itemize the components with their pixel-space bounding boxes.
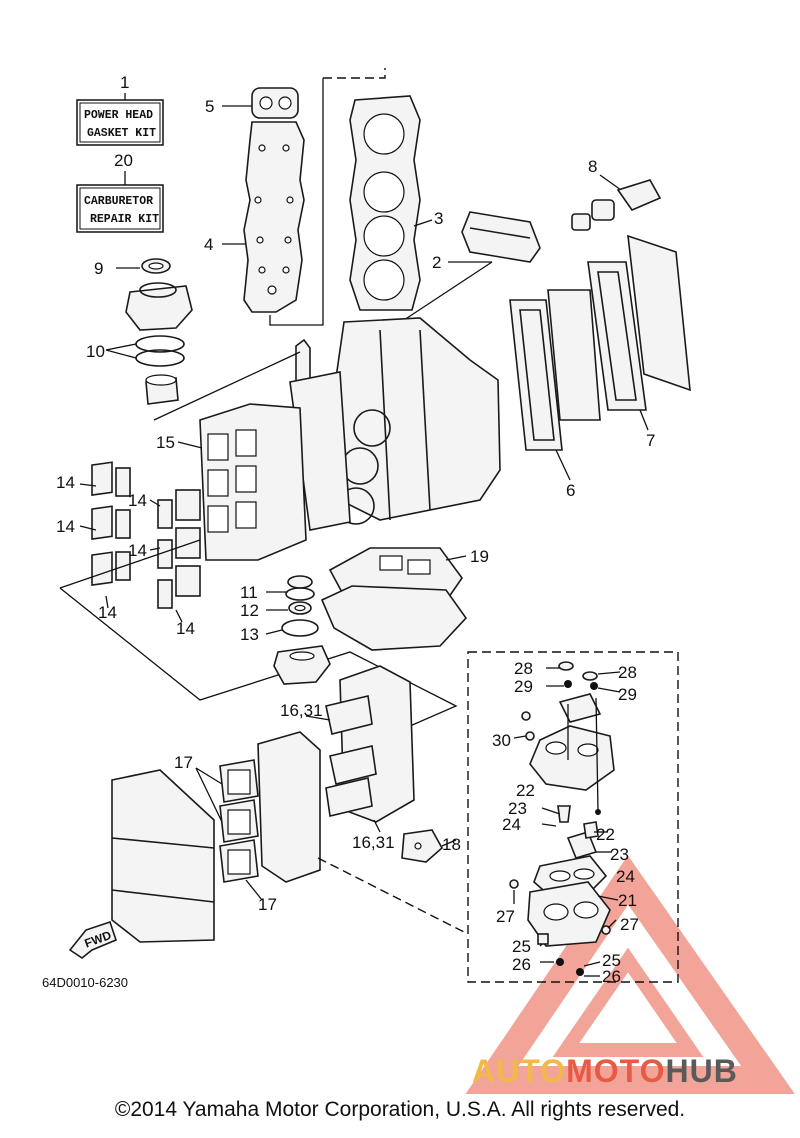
part-3-head-gasket (349, 95, 433, 311)
callout-7: 7 (646, 431, 655, 450)
part-6-gasket (509, 289, 601, 481)
part-19-gasket (320, 547, 468, 651)
carburetor-detail-parts (509, 661, 621, 977)
part-18-gasket (401, 829, 457, 863)
callout-17a: 17 (174, 753, 193, 772)
kit-ref-20: 20 (114, 151, 133, 170)
callout-24a: 24 (502, 815, 521, 834)
callout-14c: 14 (128, 491, 147, 510)
power-head-gasket-kit: 1 POWER HEAD GASKET KIT (76, 73, 164, 146)
part-9-seal (116, 258, 193, 331)
callout-25a: 25 (512, 937, 531, 956)
part-16-carburetor (305, 665, 415, 833)
kit-line1: POWER HEAD (84, 109, 153, 122)
automotohub-logo-icon (465, 855, 795, 1094)
callout-8: 8 (588, 157, 597, 176)
watermark-part1: AUTO (472, 1053, 567, 1089)
part-14-reed-valves (79, 461, 201, 623)
callout-16a: 16,31 (280, 701, 323, 720)
callout-14a: 14 (56, 473, 75, 492)
callout-6: 6 (566, 481, 575, 500)
kit-line2: REPAIR KIT (90, 213, 159, 226)
part-4-gasket (222, 121, 305, 313)
callout-21: 21 (618, 891, 637, 910)
callout-14e: 14 (98, 603, 117, 622)
callout-29a: 29 (514, 677, 533, 696)
diagram-code: 64D0010-6230 (42, 975, 129, 990)
watermark-part3: HUB (665, 1053, 738, 1089)
callout-26b: 26 (602, 967, 621, 986)
callout-22b: 22 (596, 825, 615, 844)
intake-silencer (111, 769, 215, 943)
carburetor-detail-frame (467, 651, 679, 983)
kit-line2: GASKET KIT (87, 127, 156, 140)
watermark-part2: MOTO (566, 1053, 666, 1089)
part-17-gaskets (195, 731, 321, 901)
callout-11: 11 (240, 583, 258, 602)
callout-3: 3 (434, 209, 443, 228)
callout-10: 10 (86, 342, 105, 361)
part-5-gasket (222, 87, 299, 119)
part-7-gasket (587, 234, 691, 431)
callout-23b: 23 (610, 845, 629, 864)
callout-9: 9 (94, 259, 103, 278)
callout-27b: 27 (620, 915, 639, 934)
callout-24b: 24 (616, 867, 635, 886)
forward-arrow-icon: FWD (68, 920, 117, 959)
callout-29b: 29 (618, 685, 637, 704)
callout-13: 13 (240, 625, 259, 644)
callout-14d: 14 (128, 541, 147, 560)
kit-ref-1: 1 (120, 73, 129, 92)
callout-27a: 27 (496, 907, 515, 926)
callout-5: 5 (205, 97, 214, 116)
callout-4: 4 (204, 235, 213, 254)
callout-25b: 25 (602, 951, 621, 970)
part-2-cover (403, 211, 541, 321)
callout-16b: 16,31 (352, 833, 395, 852)
callout-14b: 14 (56, 517, 75, 536)
callout-22a: 22 (516, 781, 535, 800)
callout-labels: 5 4 3 2 8 9 10 15 6 7 14 14 14 14 14 14 … (56, 97, 655, 986)
callout-2: 2 (432, 253, 441, 272)
callout-28a: 28 (514, 659, 533, 678)
carburetor-repair-kit: 20 CARBURETOR REPAIR KIT (76, 151, 164, 233)
callout-28b: 28 (618, 663, 637, 682)
callout-14f: 14 (176, 619, 195, 638)
watermark-text: AUTOMOTOHUB (472, 1053, 738, 1090)
part-10-rings (105, 335, 301, 421)
callout-26a: 26 (512, 955, 531, 974)
callout-18: 18 (442, 835, 461, 854)
engine-block (289, 317, 501, 531)
callout-30: 30 (492, 731, 511, 750)
parts-11-13-seals (265, 575, 331, 685)
callout-19: 19 (470, 547, 489, 566)
callout-15: 15 (156, 433, 175, 452)
callout-23a: 23 (508, 799, 527, 818)
callout-17b: 17 (258, 895, 277, 914)
callout-12: 12 (240, 601, 259, 620)
part-8-thermostat (571, 174, 662, 231)
copyright-notice: ©2014 Yamaha Motor Corporation, U.S.A. A… (114, 1098, 686, 1121)
part-15-reed-plate (177, 403, 307, 561)
kit-line1: CARBURETOR (84, 195, 153, 208)
